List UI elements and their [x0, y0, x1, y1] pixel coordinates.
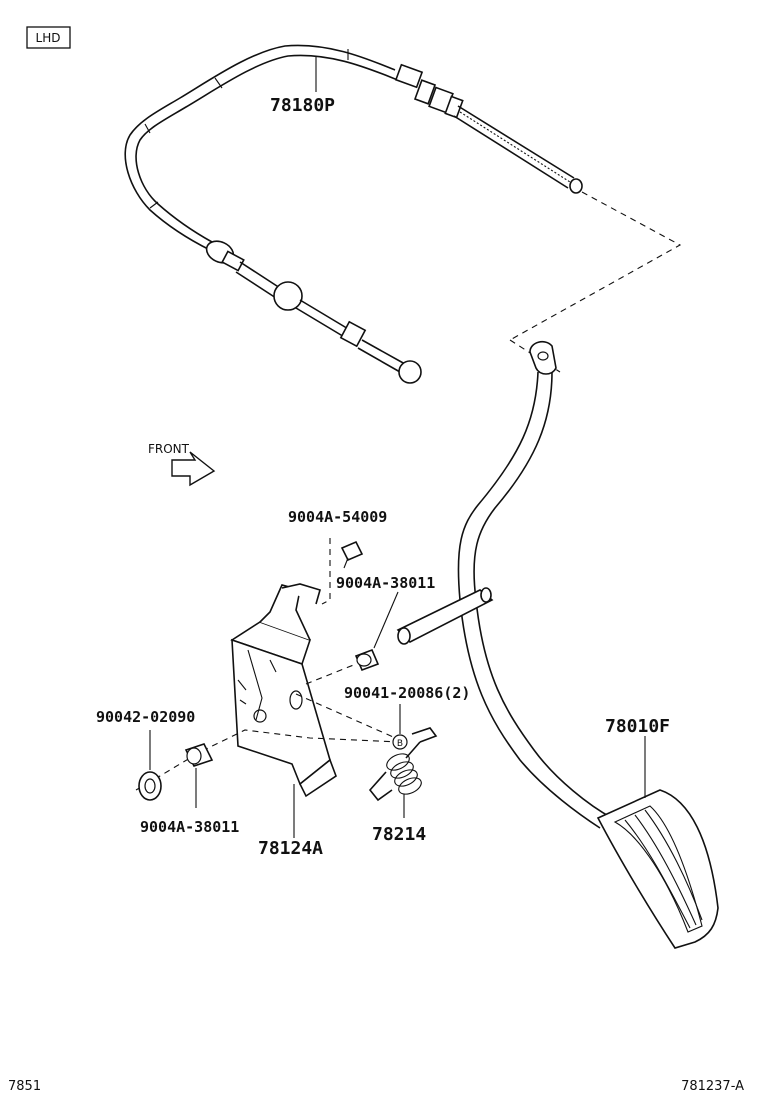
footer-right-code: 781237-A [681, 1079, 744, 1094]
washer-part-number: 90042-02090 [96, 708, 195, 726]
cable-part-number: 78180P [270, 95, 335, 116]
front-direction-marker: FRONT [148, 442, 216, 487]
return-spring: 78214 [368, 727, 438, 845]
callout-b-marker [392, 734, 408, 750]
lhd-badge: LHD [26, 26, 71, 49]
bolt-top-part-number: 9004A-54009 [288, 508, 387, 526]
callout-b-letter: B [397, 739, 403, 749]
pedal-part-number: 78010F [605, 716, 670, 737]
bushing-right-part-number: 9004A-38011 [336, 574, 435, 592]
lhd-badge-text: LHD [36, 31, 61, 45]
washer: 90042-02090 [96, 708, 195, 801]
accelerator-pedal: 78010F [396, 340, 719, 949]
pedal-bracket: 78124A [230, 583, 337, 859]
footer-left-code: 7851 [8, 1079, 41, 1094]
bushing-left: 9004A-38011 [140, 743, 239, 836]
pin-part-number: 90041-20086(2) [344, 684, 470, 702]
bushing-right: 9004A-38011 [336, 574, 435, 672]
bolt-top: 9004A-54009 [288, 508, 387, 605]
front-label: FRONT [148, 442, 190, 456]
spring-part-number: 78214 [372, 824, 426, 845]
bushing-left-part-number: 9004A-38011 [140, 818, 239, 836]
pin-callout: 90041-20086(2) B [344, 684, 470, 750]
accelerator-cable: 78180P [124, 44, 583, 384]
front-arrow-icon [171, 451, 216, 487]
bracket-part-number: 78124A [258, 838, 323, 859]
